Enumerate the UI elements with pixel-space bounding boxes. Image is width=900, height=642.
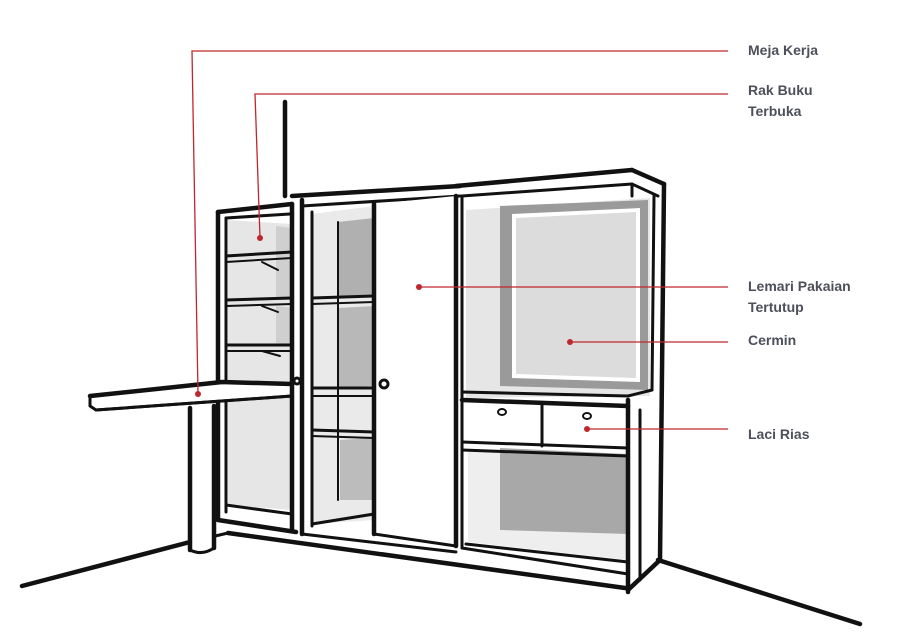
floor-lines [19,530,863,627]
label-laci: Laci Rias [748,426,810,442]
door-handle-left [292,376,302,386]
leader-rak-buku [254,93,728,239]
drawer-knob-right [582,412,592,420]
label-rak-buku: Rak Buku Terbuka [748,82,813,119]
marker-meja-kerja [195,391,201,397]
vanity [453,167,667,595]
marker-cermin [567,339,573,345]
label-lemari: Lemari Pakaian Tertutup [748,278,851,315]
closed-wardrobe [289,183,463,554]
label-cermin: Cermin [748,332,797,348]
marker-rak-buku [257,235,263,241]
marker-laci [584,426,590,432]
label-meja-kerja: Meja Kerja [748,42,819,58]
drawer-knob-left [497,408,507,416]
leader-lines [191,50,728,432]
open-bookshelf [215,201,299,535]
desk [87,379,295,555]
marker-lemari [416,284,422,290]
leader-meja-kerja [191,50,728,395]
door-handle-right [378,378,390,390]
